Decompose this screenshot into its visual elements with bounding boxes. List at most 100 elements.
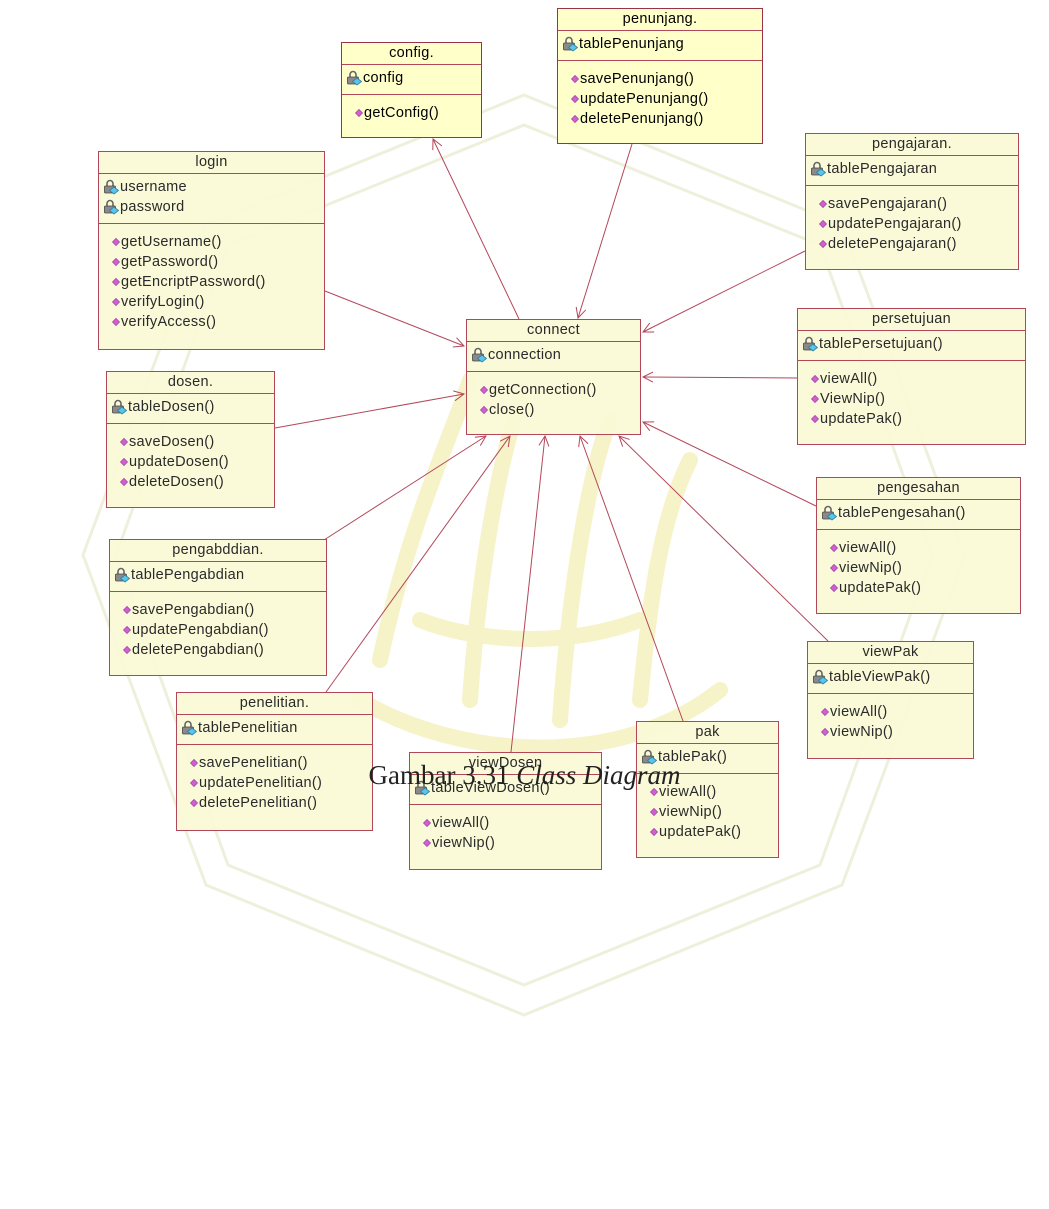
operation-row: savePengajaran() [819,194,1016,214]
operation-compartment: savePenelitian()updatePenelitian()delete… [177,745,372,817]
operation-icon [811,395,819,403]
attribute-compartment: tablePengajaran [806,156,1018,186]
class-name: config. [342,43,481,65]
operation-icon [480,406,488,414]
private-attribute-icon [563,36,578,52]
operation-row: viewAll() [811,369,1023,389]
attribute-name: tablePengabdian [131,567,245,583]
operation-name: close() [489,402,535,418]
operation-icon [819,220,827,228]
attribute-row: tablePenunjang [562,34,760,54]
operation-icon [120,478,128,486]
private-attribute-icon [115,567,130,583]
class-persetujuan[interactable]: persetujuan tablePersetujuan() viewAll() Vi… [797,308,1026,445]
operation-row: getUsername() [112,232,322,252]
operation-compartment: viewAll()viewNip()updatePak() [817,530,1020,602]
attribute-compartment: tablePenunjang [558,31,762,61]
operation-name: getEncriptPassword() [121,274,266,290]
attribute-name: tablePersetujuan() [819,336,943,352]
association-pak-to-connect [580,436,684,722]
class-viewdosen[interactable]: viewDosen tableViewDosen() viewAll()viewNi… [409,752,602,870]
operation-row: updateDosen() [120,452,272,472]
class-name: pengesahan [817,478,1020,500]
attribute-compartment: tablePengesahan() [817,500,1020,530]
class-pengajaran[interactable]: pengajaran.tablePengajaran savePengajaran… [805,133,1019,270]
association-connect-to-config [433,139,520,320]
class-name: pengajaran. [806,134,1018,156]
class-name: persetujuan [798,309,1025,331]
operation-name: viewNip() [830,724,894,740]
operation-icon [423,819,431,827]
operation-compartment: getUsername()getPassword()getEncriptPass… [99,224,324,336]
attribute-row: password [103,197,322,217]
operation-icon [811,375,819,383]
private-attribute-icon [415,780,430,796]
operation-name: deletePenunjang() [580,111,704,127]
class-name: dosen. [107,372,274,394]
class-penelitian[interactable]: penelitian. tablePenelitian savePenelitian… [176,692,373,831]
operation-row: deletePenelitian() [190,793,370,813]
operation-row: saveDosen() [120,432,272,452]
attribute-row: tableDosen() [111,397,272,417]
attribute-compartment: tableViewPak() [808,664,973,694]
association-pengajaran-to-connect [643,250,806,332]
operation-row: viewAll() [423,813,599,833]
operation-name: updatePak() [820,411,903,427]
association-penelitian-to-connect [325,436,510,693]
attribute-row: tableViewDosen() [414,778,599,798]
attribute-compartment: config [342,65,481,95]
operation-icon [120,458,128,466]
caption-prefix: Gambar 3.31 [368,760,517,790]
operation-icon [830,544,838,552]
class-name: viewDosen [410,753,601,775]
operation-icon [821,708,829,716]
operation-icon [190,759,198,767]
operation-icon [112,238,120,246]
operation-name: updatePak() [659,824,742,840]
operation-name: deleteDosen() [129,474,224,490]
operation-name: deletePengabdian() [132,642,264,658]
operation-compartment: viewAll() ViewNip() updatePak() [798,361,1025,433]
operation-row: verifyLogin() [112,292,322,312]
operation-icon [819,240,827,248]
operation-name: viewAll() [830,704,888,720]
operation-row: updatePenelitian() [190,773,370,793]
operation-row: deletePenunjang() [571,109,760,129]
attribute-name: password [120,199,185,215]
attribute-row: config [346,68,479,88]
attribute-name: config [363,70,404,86]
attribute-name: tableDosen() [128,399,215,415]
operation-icon [120,438,128,446]
private-attribute-icon [642,749,657,765]
operation-name: updateDosen() [129,454,229,470]
attribute-compartment: tablePak() [637,744,778,774]
class-name: pengabddian. [110,540,326,562]
class-name: penelitian. [177,693,372,715]
private-attribute-icon [472,347,487,363]
operation-name: viewNip() [659,804,723,820]
operation-row: viewNip() [830,558,1018,578]
attribute-name: tablePenelitian [198,720,298,736]
association-login-to-connect [324,290,464,346]
operation-icon [423,839,431,847]
operation-row: viewNip() [423,833,599,853]
operation-name: ViewNip() [820,391,886,407]
operation-name: savePengajaran() [828,196,948,212]
operation-row: viewAll() [821,702,971,722]
private-attribute-icon [182,720,197,736]
attribute-compartment: tableViewDosen() [410,775,601,805]
class-dosen[interactable]: dosen. tableDosen() saveDosen() updateDosen… [106,371,275,508]
operation-name: updatePengajaran() [828,216,962,232]
operation-row: updatePenunjang() [571,89,760,109]
operation-row: getEncriptPassword() [112,272,322,292]
attribute-compartment: tablePengabdian [110,562,326,592]
operation-row: updatePak() [811,409,1023,429]
